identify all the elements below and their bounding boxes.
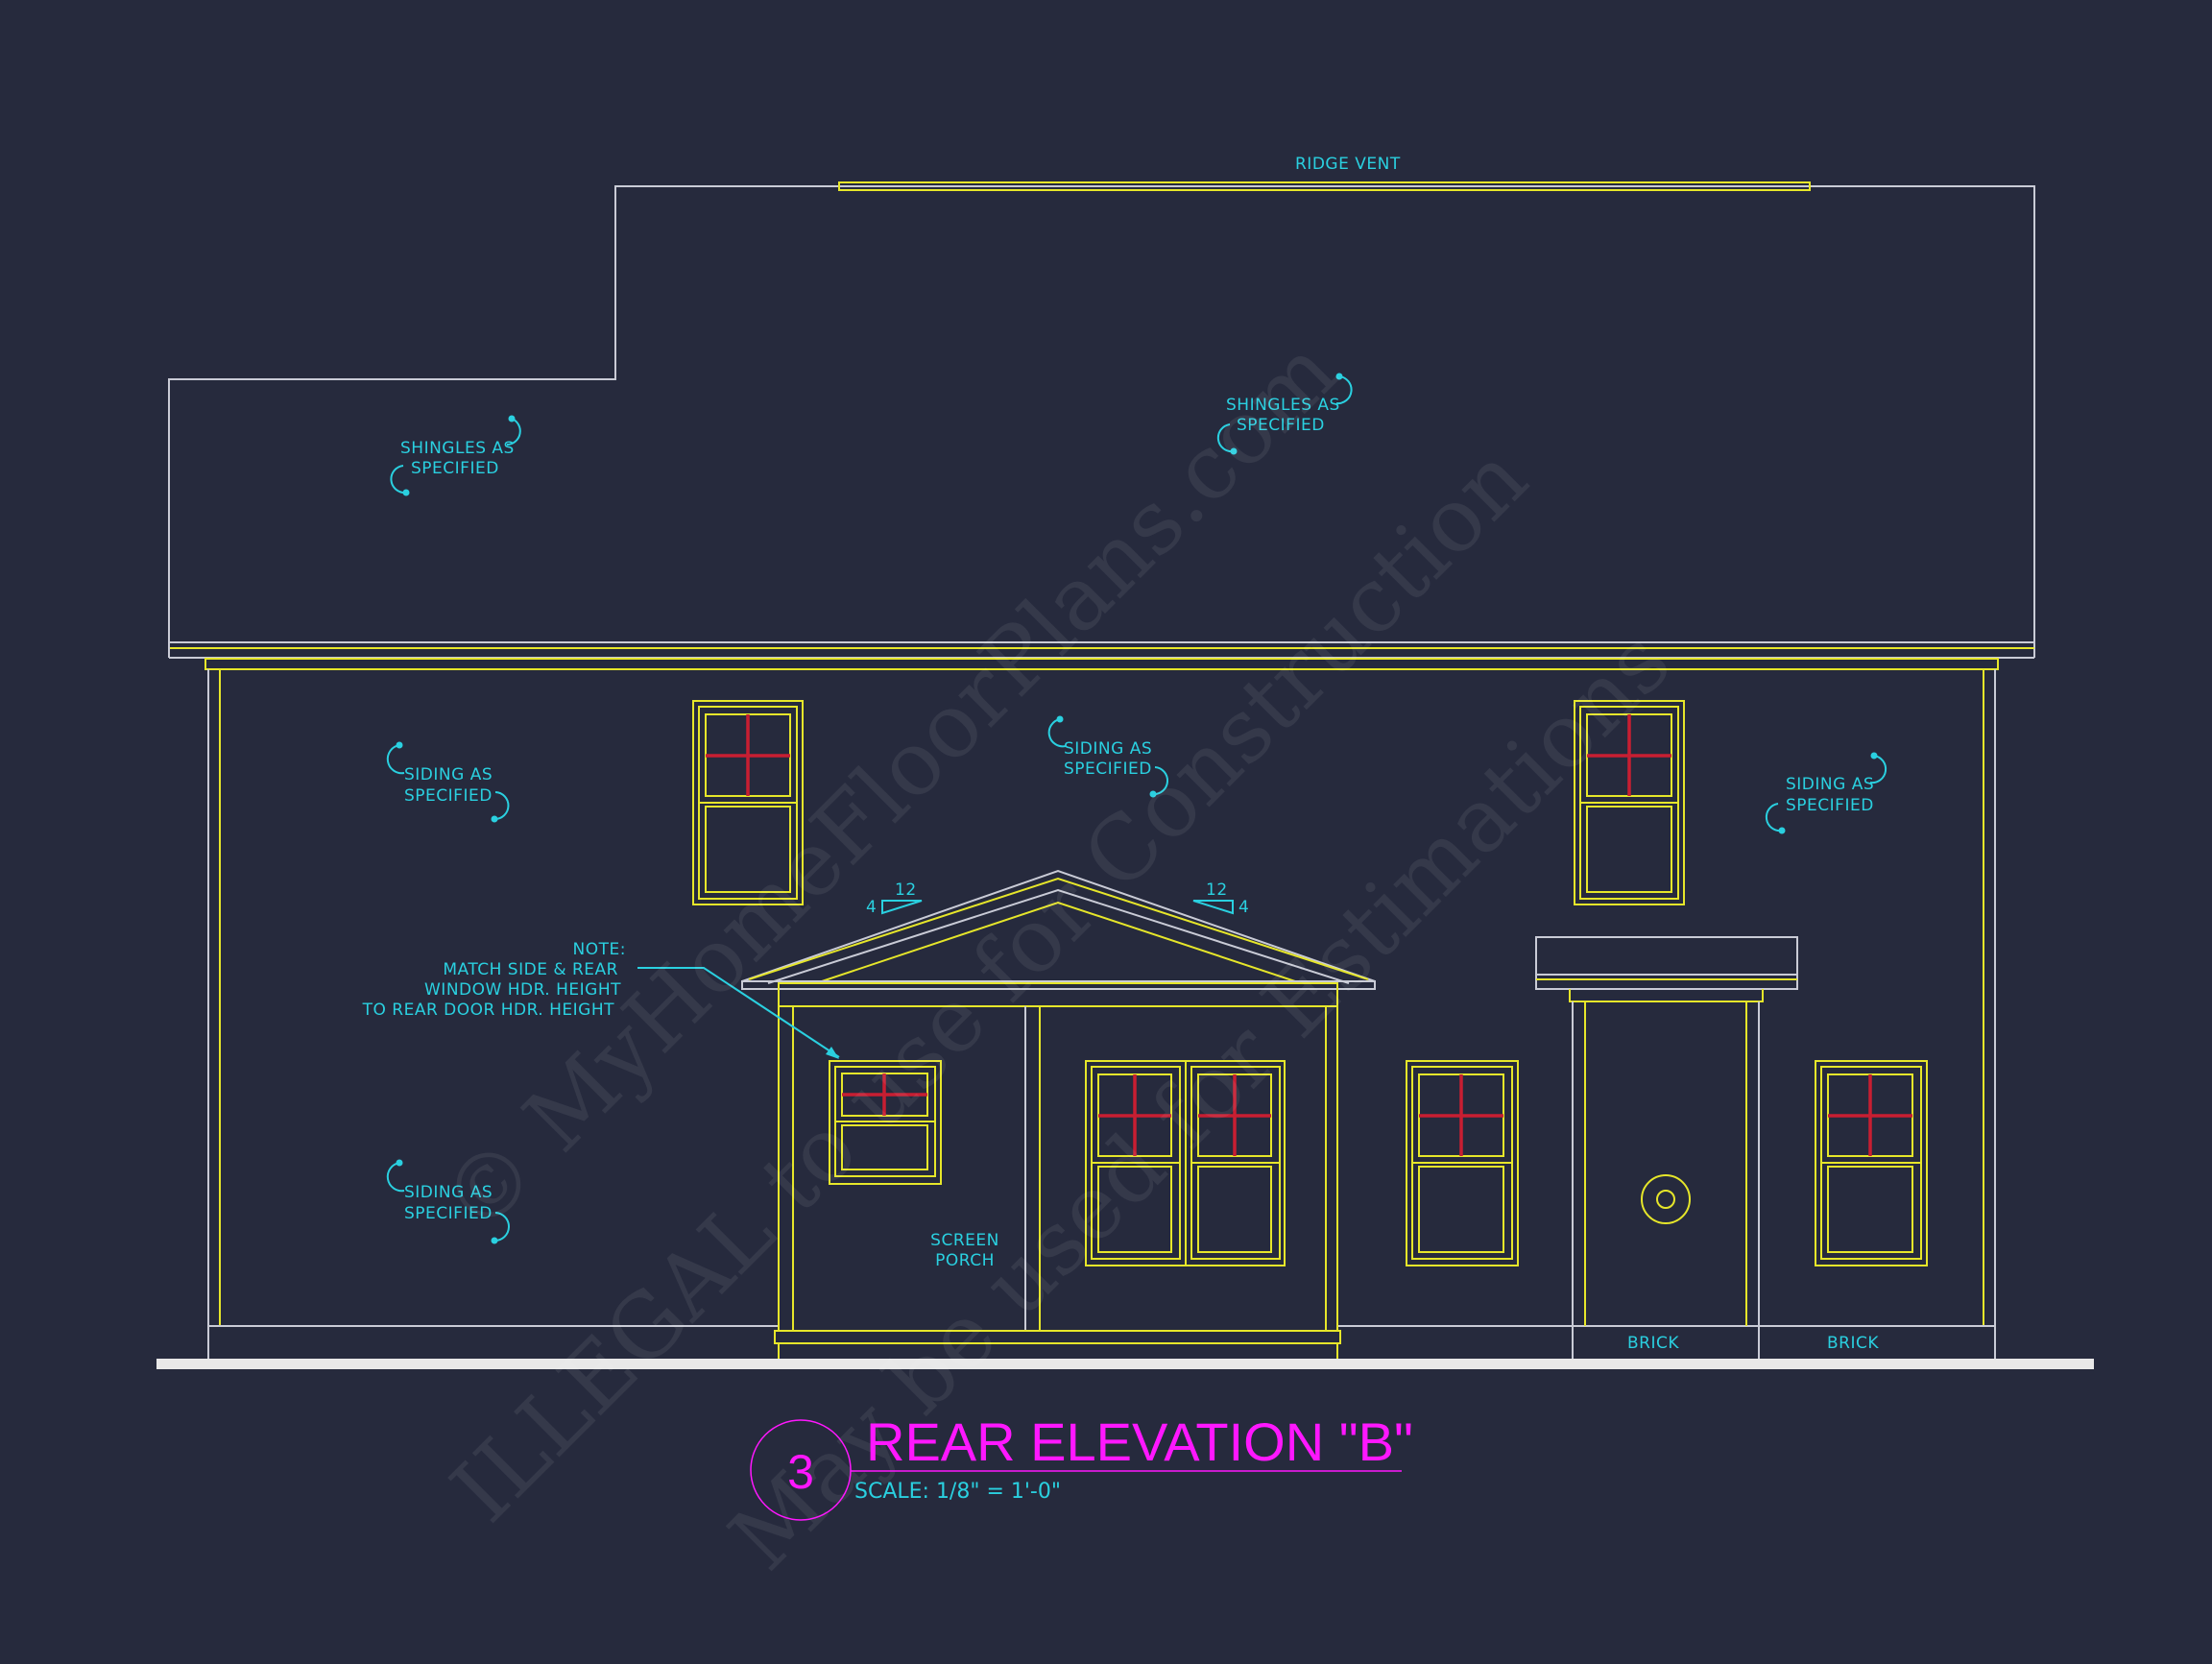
svg-text:WINDOW HDR. HEIGHT: WINDOW HDR. HEIGHT xyxy=(424,980,621,1000)
note-title: NOTE: xyxy=(573,940,626,959)
window-upper-right xyxy=(1574,700,1685,905)
wall xyxy=(204,658,1999,1359)
svg-text:SPECIFIED: SPECIFIED xyxy=(411,459,499,478)
window-porch-twin xyxy=(1085,1060,1286,1266)
window-upper-left xyxy=(692,700,804,905)
svg-text:SHINGLES AS: SHINGLES AS xyxy=(1226,396,1340,415)
svg-text:BRICK: BRICK xyxy=(1627,1334,1679,1353)
svg-text:SIDING AS: SIDING AS xyxy=(1064,739,1152,759)
rear-door xyxy=(1535,936,1798,1326)
watermark: © MyHomeFloorPlans.com ILLEGAL to use fo… xyxy=(422,320,1690,1590)
svg-text:SIDING AS: SIDING AS xyxy=(404,1183,493,1202)
view-number: 3 xyxy=(787,1445,814,1499)
svg-text:BRICK: BRICK xyxy=(1827,1334,1879,1353)
title-block: 3 REAR ELEVATION "B" SCALE: 1/8" = 1'-0" xyxy=(750,1411,1413,1521)
svg-text:12: 12 xyxy=(1206,880,1228,900)
pitch-symbol-right: 12 4 xyxy=(1192,880,1249,917)
svg-text:SPECIFIED: SPECIFIED xyxy=(1786,796,1874,815)
svg-text:SHINGLES AS: SHINGLES AS xyxy=(400,439,515,458)
view-scale: SCALE: 1/8" = 1'-0" xyxy=(854,1480,1061,1504)
svg-text:SPECIFIED: SPECIFIED xyxy=(404,1204,493,1223)
svg-text:4: 4 xyxy=(866,898,877,917)
ridge-vent-label: RIDGE VENT xyxy=(1295,155,1401,174)
svg-text:SPECIFIED: SPECIFIED xyxy=(1064,760,1152,779)
svg-text:TO REAR DOOR HDR. HEIGHT: TO REAR DOOR HDR. HEIGHT xyxy=(362,1001,615,1020)
svg-text:SPECIFIED: SPECIFIED xyxy=(404,786,493,806)
svg-text:4: 4 xyxy=(1238,898,1249,917)
annotations: RIDGE VENT SHINGLES AS SPECIFIED SHINGLE… xyxy=(362,155,1879,1353)
window-porch-small xyxy=(829,1060,942,1185)
screen-porch xyxy=(741,869,1376,1359)
window-lower-right xyxy=(1815,1060,1928,1266)
svg-text:SPECIFIED: SPECIFIED xyxy=(1237,416,1325,435)
svg-text:PORCH: PORCH xyxy=(935,1251,995,1270)
view-number-bubble xyxy=(750,1419,852,1521)
window-lower-middle xyxy=(1406,1060,1519,1266)
view-title: REAR ELEVATION "B" xyxy=(866,1411,1413,1472)
svg-text:SCREEN: SCREEN xyxy=(930,1231,999,1250)
pitch-symbol-left: 12 4 xyxy=(866,880,923,917)
ground-line xyxy=(156,1359,2094,1369)
svg-text:MATCH SIDE & REAR: MATCH SIDE & REAR xyxy=(443,960,618,979)
door-knob xyxy=(1641,1174,1691,1224)
svg-text:12: 12 xyxy=(895,880,917,900)
svg-text:SIDING AS: SIDING AS xyxy=(1786,775,1874,794)
annotation-leaders xyxy=(386,373,1887,1244)
svg-text:SIDING AS: SIDING AS xyxy=(404,765,493,784)
ridge-vent xyxy=(838,181,1811,191)
